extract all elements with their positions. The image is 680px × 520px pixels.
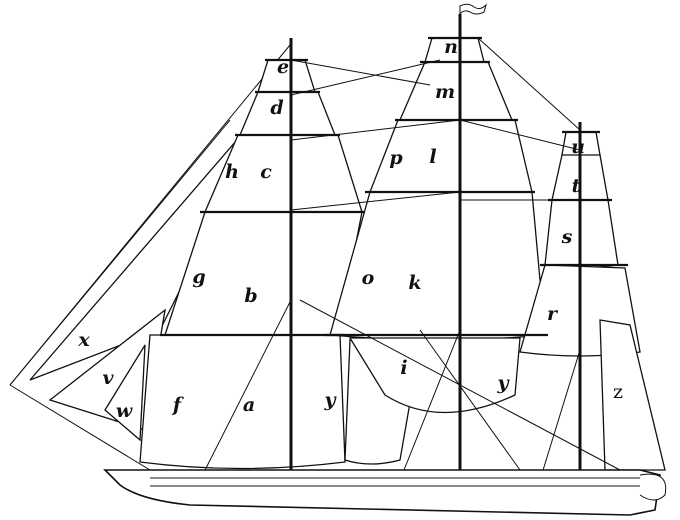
sail-label-f: f bbox=[172, 394, 182, 416]
masts bbox=[289, 3, 582, 495]
sail-label-k: k bbox=[408, 272, 422, 294]
sail-label-e: e bbox=[276, 56, 290, 78]
sail-label-z: z bbox=[612, 381, 624, 403]
sail-label-s: s bbox=[561, 226, 573, 248]
sail-label-x: x bbox=[78, 329, 90, 351]
main-mast-sails bbox=[329, 37, 546, 414]
mizzen-mast-sails bbox=[519, 131, 666, 471]
sail-label-i: i bbox=[400, 357, 408, 379]
sail-label-h: h bbox=[225, 161, 239, 183]
sail-label-u: u bbox=[571, 136, 585, 158]
sail-label-y-fore: y bbox=[324, 389, 336, 411]
sail-label-c: c bbox=[260, 161, 272, 183]
sail-label-d: d bbox=[270, 97, 284, 119]
sail-label-y-main: y bbox=[497, 372, 509, 394]
sail-label-w: w bbox=[115, 400, 133, 422]
sail-label-r: r bbox=[546, 303, 558, 325]
jib-sails bbox=[9, 44, 291, 442]
sail-label-g: g bbox=[192, 266, 206, 288]
sail-label-p: p bbox=[389, 147, 403, 169]
pennant-flag-icon bbox=[459, 3, 488, 15]
sail-label-l: l bbox=[429, 146, 437, 168]
rigging bbox=[199, 37, 621, 481]
sail-label-v: v bbox=[102, 367, 114, 389]
sail-label-t: t bbox=[571, 175, 581, 197]
sail-label-a: a bbox=[242, 394, 256, 416]
sail-label-m: m bbox=[434, 81, 456, 103]
hull bbox=[9, 384, 667, 516]
sail-label-o: o bbox=[361, 267, 375, 289]
sail-label-n: n bbox=[444, 36, 458, 58]
sail-label-b: b bbox=[244, 285, 258, 307]
